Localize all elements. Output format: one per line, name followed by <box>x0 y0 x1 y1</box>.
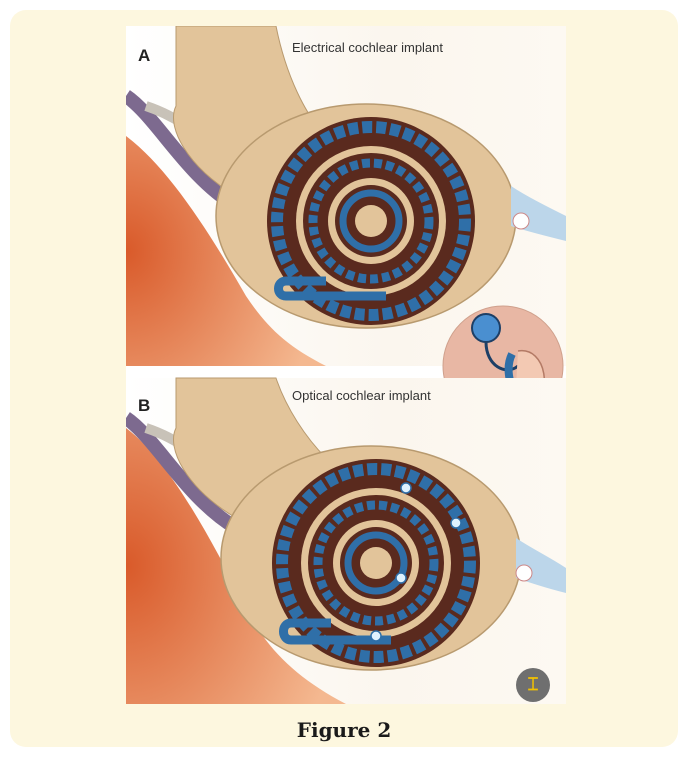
panel-a-label: A <box>138 46 150 66</box>
figure-image: A Electrical cochlear implant B Optical … <box>126 26 566 704</box>
text-recognition-icon[interactable]: ⌶ <box>516 668 550 702</box>
panel-b-label: B <box>138 396 150 416</box>
panel-b-illustration <box>126 378 566 704</box>
panel-a-title: Electrical cochlear implant <box>292 40 443 55</box>
panel-b-title: Optical cochlear implant <box>292 388 431 403</box>
figure-caption: Figure 2 <box>10 718 678 742</box>
